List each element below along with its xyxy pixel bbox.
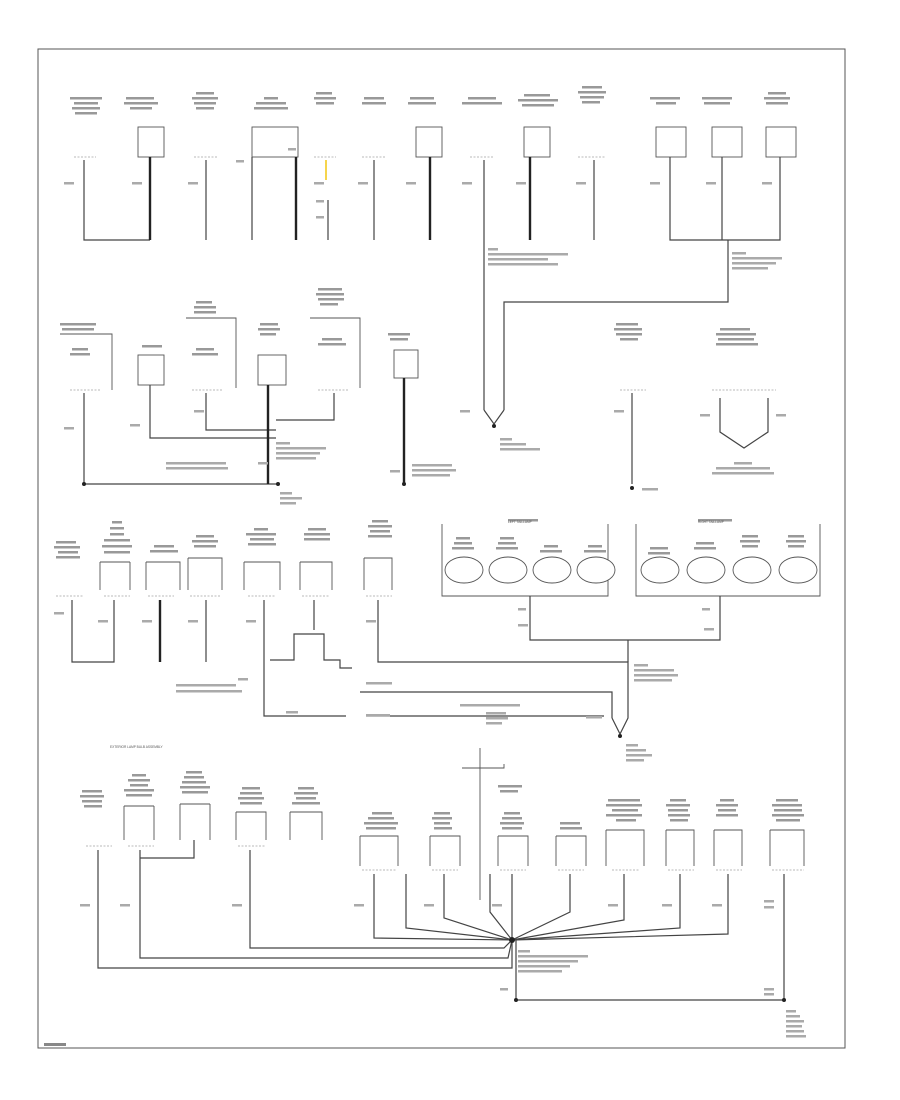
row3-wire-labels — [54, 608, 714, 762]
diagram-frame — [37, 48, 846, 1049]
taillamp-bulbs — [444, 556, 818, 584]
row2-wires — [83, 378, 769, 485]
footer-code-mark — [44, 1043, 66, 1046]
row3-brackets — [99, 557, 393, 590]
row3-wires — [71, 596, 721, 736]
taillamp-labels — [452, 535, 806, 555]
row4-connectors — [86, 845, 804, 871]
row2-box-3 — [257, 354, 287, 386]
row4-component-labels — [80, 771, 804, 830]
row4-wires — [97, 840, 785, 1001]
row2-box-1 — [137, 354, 165, 386]
row2-box-5 — [393, 349, 419, 379]
left-taillamp-label: LEFT TAILLAMP — [508, 520, 532, 524]
row4-group: EXTERIOR LAMP BULB ASSEMBLY — [80, 745, 806, 1038]
right-taillamp-bracket — [635, 524, 821, 597]
row1-box-9 — [523, 126, 551, 158]
row1-box-13 — [765, 126, 797, 158]
row1-box-4 — [251, 126, 299, 158]
row1-wire-labels — [64, 148, 782, 270]
row2-ground-dots — [82, 424, 634, 490]
row4-wire-labels — [80, 900, 806, 1038]
row1-component-labels — [70, 86, 790, 115]
row1-box-2 — [137, 126, 165, 158]
row1-box-12 — [711, 126, 743, 158]
row2-group — [60, 288, 786, 505]
right-taillamp-label: RIGHT TAILLAMP — [698, 520, 724, 524]
row1-group — [64, 86, 797, 410]
exterior-lamp-assembly-label: EXTERIOR LAMP BULB ASSEMBLY — [110, 745, 164, 749]
row1-wires — [83, 157, 781, 410]
splice-point — [509, 937, 515, 943]
row1-box-7 — [415, 126, 443, 158]
row3-group: LEFT TAILLAMP RIGHT TAILLAMP — [54, 519, 821, 762]
row4-brackets — [123, 748, 805, 900]
row1-box-11 — [655, 126, 687, 158]
row2-component-labels — [60, 288, 758, 356]
row2-wire-labels — [64, 410, 786, 505]
row3-component-labels — [54, 519, 732, 559]
